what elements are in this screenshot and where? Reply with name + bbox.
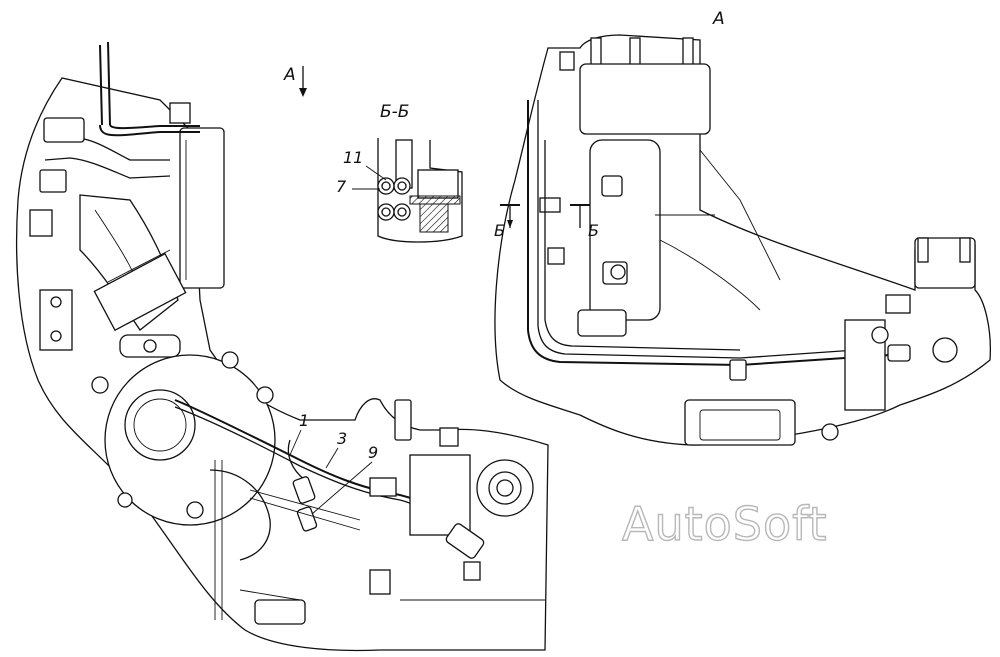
lower-nut	[463, 561, 481, 581]
section-detail: Б-Б 11 7	[336, 102, 463, 243]
bracket-hook	[394, 399, 412, 441]
section-title: Б-Б	[380, 102, 409, 122]
clamp-band	[93, 252, 187, 332]
top-bolt	[169, 102, 191, 124]
angled-fitting	[445, 523, 485, 559]
fuel-line-outer	[527, 100, 891, 367]
inlet-fitting	[369, 477, 397, 497]
callouts-left: 1 3 9	[289, 411, 378, 515]
lower-mount	[254, 599, 306, 625]
right-boss	[932, 337, 958, 363]
section-mark-left: Б	[494, 221, 505, 240]
callout-11: 11	[343, 148, 363, 167]
callout-7: 7	[336, 177, 347, 196]
view-a-arrow: А	[283, 65, 307, 97]
line-fitting	[729, 359, 747, 381]
housing-bore	[124, 389, 196, 461]
connector-1	[292, 476, 316, 504]
left-main-view	[15, 41, 549, 652]
view-a-title: А	[712, 9, 725, 29]
connector-9	[296, 506, 318, 532]
fitting-block	[577, 309, 627, 337]
injector-cover	[579, 63, 711, 135]
small-fitting	[885, 294, 911, 314]
lower-bracket	[369, 569, 391, 595]
autosoft-watermark: AutoSoft	[622, 497, 828, 551]
pump-fitting	[43, 117, 85, 143]
callout-3: 3	[337, 429, 347, 448]
callout-1: 1	[299, 411, 309, 430]
section-mark-right: Б	[588, 221, 599, 240]
lower-block	[684, 399, 796, 446]
view-a-arrow-label: А	[283, 65, 296, 85]
end-fitting	[887, 344, 911, 362]
line-clamp	[539, 197, 561, 213]
top-nut	[439, 427, 459, 447]
left-view-outline	[15, 77, 549, 652]
filter-housing	[179, 127, 225, 289]
right-view-a: А Б Б	[494, 9, 991, 446]
section-clamp	[417, 169, 459, 199]
pump-housing	[589, 139, 661, 321]
cable-1	[287, 439, 306, 481]
pump-body	[409, 454, 471, 536]
section-plate	[409, 195, 461, 205]
callout-9: 9	[368, 443, 378, 462]
